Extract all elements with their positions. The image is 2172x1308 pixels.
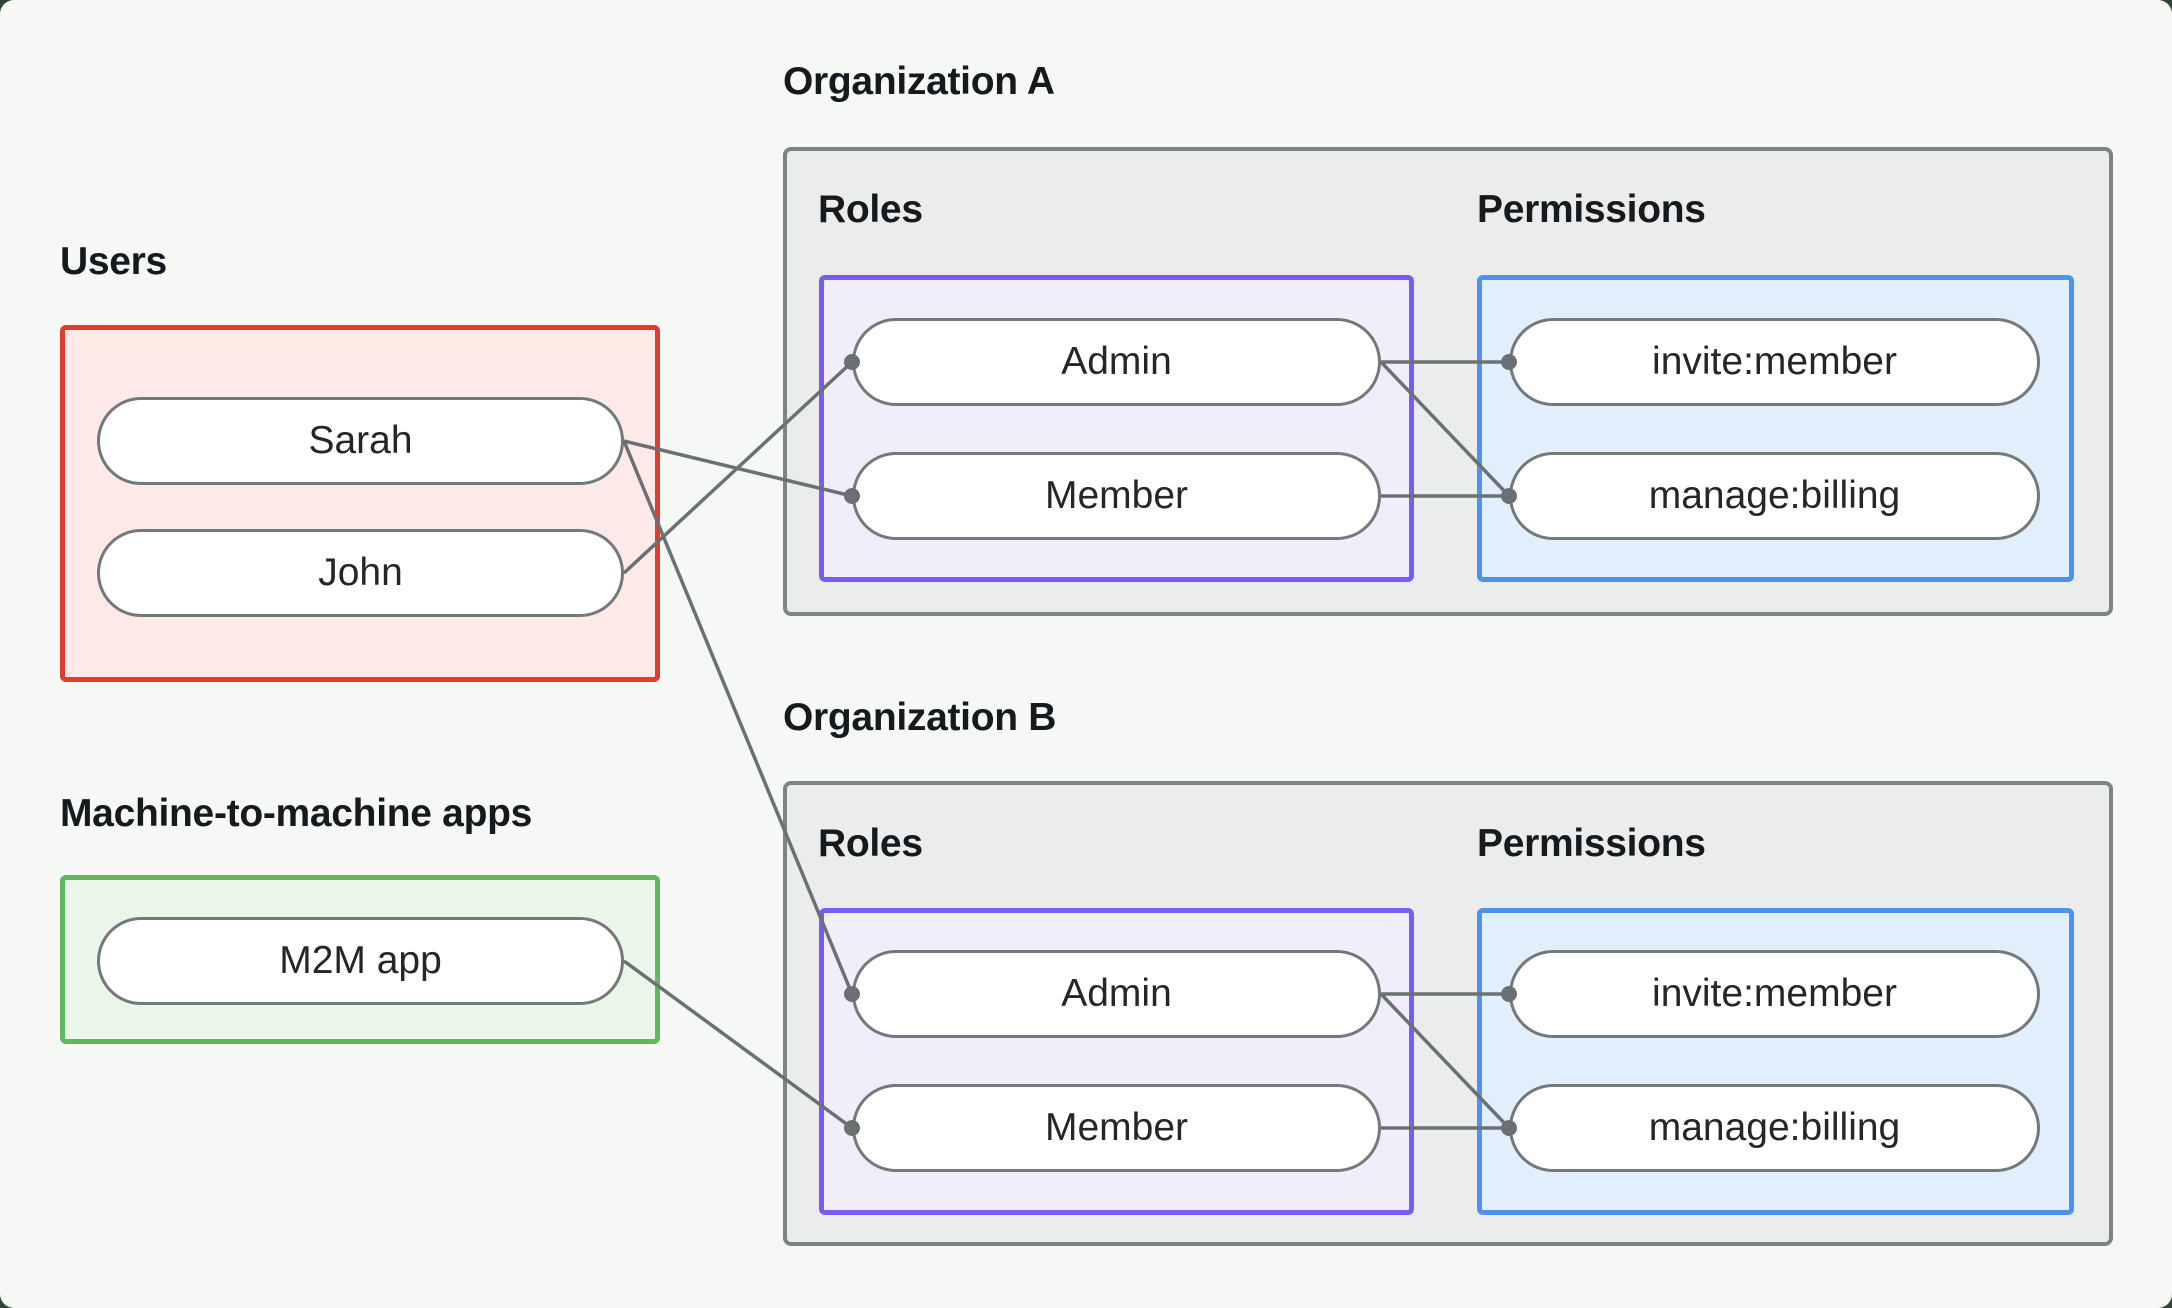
org-b-permission-invite-member: invite:member	[1509, 950, 2040, 1038]
org-a-roles-label: Roles	[818, 188, 923, 231]
org-b-role-admin: Admin	[852, 950, 1381, 1038]
user-node-sarah: Sarah	[97, 397, 624, 485]
org-b-role-member: Member	[852, 1084, 1381, 1172]
org-b-roles-label: Roles	[818, 822, 923, 865]
org-a-permission-invite-member: invite:member	[1509, 318, 2040, 406]
m2m-section-label: Machine-to-machine apps	[60, 792, 533, 835]
org-b-permissions-label: Permissions	[1477, 822, 1706, 865]
user-node-john: John	[97, 529, 624, 617]
org-a-role-admin: Admin	[852, 318, 1381, 406]
org-a-permissions-label: Permissions	[1477, 188, 1706, 231]
m2m-app-node: M2M app	[97, 917, 624, 1005]
users-section-label: Users	[60, 240, 167, 283]
org-a-title: Organization A	[783, 60, 1055, 103]
org-b-permission-manage-billing: manage:billing	[1509, 1084, 2040, 1172]
org-b-title: Organization B	[783, 696, 1057, 739]
org-a-permission-manage-billing: manage:billing	[1509, 452, 2040, 540]
org-a-role-member: Member	[852, 452, 1381, 540]
users-group-box	[60, 325, 660, 682]
